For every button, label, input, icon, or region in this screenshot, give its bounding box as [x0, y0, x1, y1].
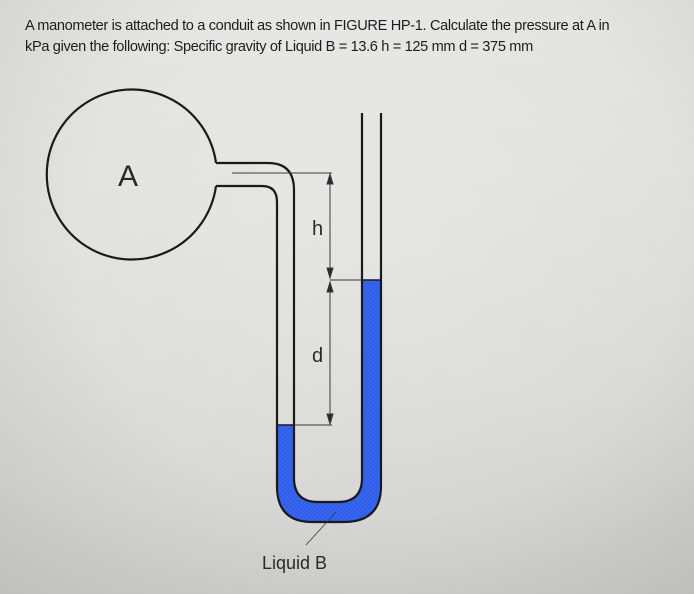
vessel-a: [45, 88, 218, 261]
dimension-d-label: d: [312, 345, 323, 367]
liquid-b-label: Liquid B: [262, 553, 327, 573]
connecting-pipe: [216, 113, 383, 524]
problem-line-1: A manometer is attached to a conduit as …: [25, 18, 610, 34]
liquid-b-fill: [278, 280, 380, 522]
vessel-a-label: A: [118, 160, 138, 193]
problem-statement: A manometer is attached to a conduit as …: [25, 16, 685, 58]
dimension-h-label: h: [312, 218, 323, 240]
liquid-surfaces: [277, 279, 381, 426]
problem-line-2: kPa given the following: Specific gravit…: [25, 39, 533, 55]
dimension-lines: [232, 172, 362, 546]
